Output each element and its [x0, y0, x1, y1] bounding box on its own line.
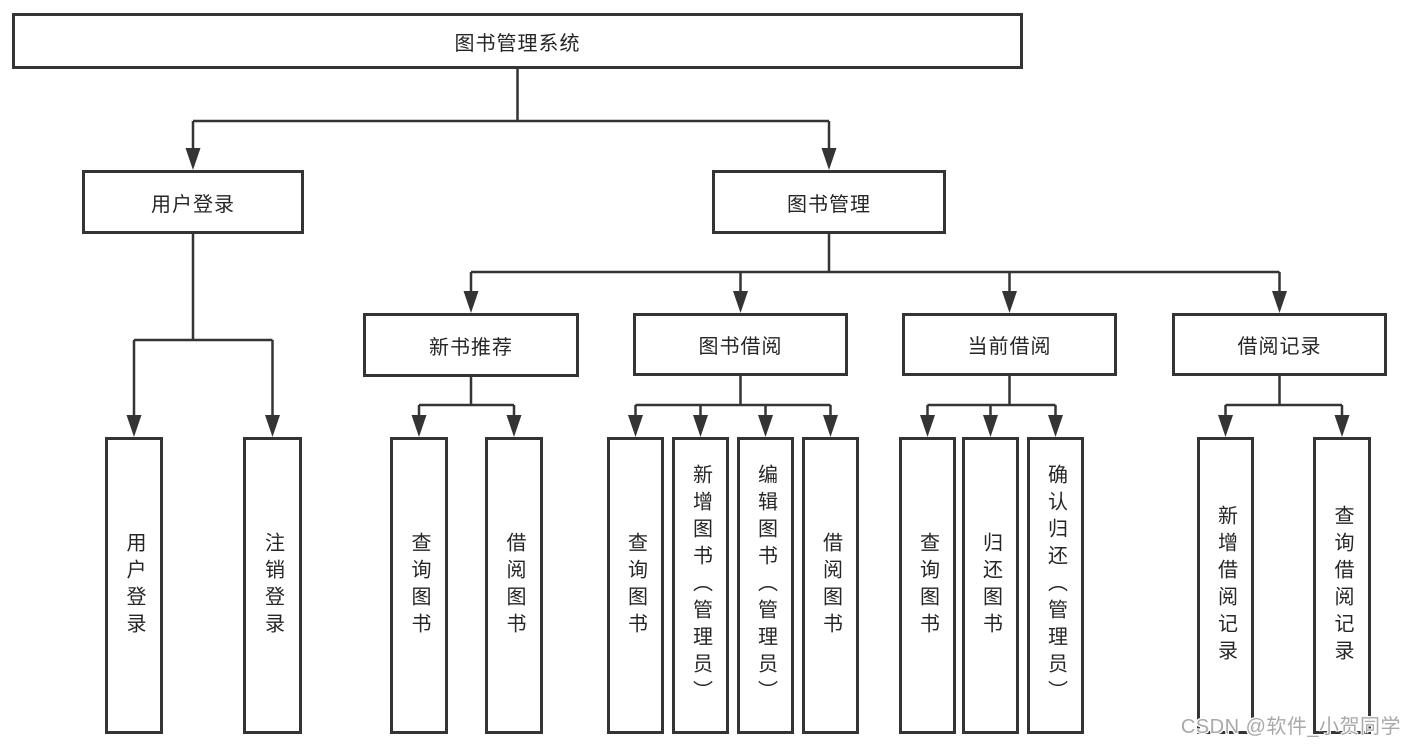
node-new-book-recommend: 新书推荐	[363, 313, 579, 377]
leaf-add-book-admin: 新增图书（管理员）	[672, 437, 729, 734]
leaf-query-borrow-record: 查询借阅记录	[1313, 437, 1371, 734]
leaf-confirm-return-admin: 确认归还（管理员）	[1027, 437, 1084, 734]
csdn-watermark: CSDN @软件_小贺同学	[1180, 716, 1401, 738]
node-book-borrow: 图书借阅	[633, 313, 848, 376]
node-library-system: 图书管理系统	[12, 13, 1023, 69]
node-borrow-records: 借阅记录	[1172, 313, 1387, 376]
leaf-borrow-book: 借阅图书	[802, 437, 859, 734]
node-user-login: 用户登录	[82, 170, 304, 234]
leaf-user-login: 用户登录	[105, 437, 163, 734]
leaf-query-book-current: 查询图书	[899, 437, 956, 734]
leaf-edit-book-admin: 编辑图书（管理员）	[737, 437, 794, 734]
node-current-borrow: 当前借阅	[902, 313, 1117, 376]
leaf-add-borrow-record: 新增借阅记录	[1197, 437, 1254, 734]
leaf-query-book-recommend: 查询图书	[390, 437, 448, 734]
leaf-return-book: 归还图书	[962, 437, 1019, 734]
leaf-borrow-book-recommend: 借阅图书	[485, 437, 543, 734]
leaf-logout: 注销登录	[243, 437, 302, 734]
leaf-query-book-borrow: 查询图书	[607, 437, 664, 734]
node-book-management: 图书管理	[712, 170, 946, 234]
